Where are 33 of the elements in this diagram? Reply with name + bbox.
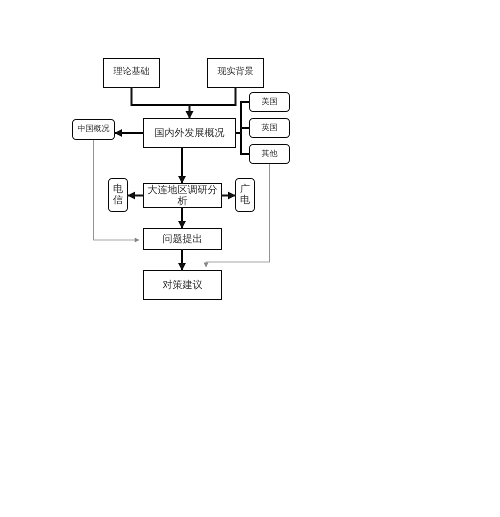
- process-box: [143, 270, 222, 300]
- node-label: 国内外发展概况: [154, 128, 224, 138]
- arrow: [127, 192, 143, 200]
- node-label: 大连地区调研分析: [146, 184, 218, 206]
- connector-line: [236, 132, 249, 155]
- rounded-box: [235, 178, 255, 212]
- process-box: [143, 118, 236, 148]
- node-label: 理论基础: [114, 68, 150, 78]
- node-label: 电信: [113, 184, 123, 206]
- arrow: [114, 129, 143, 137]
- rounded-box: [249, 118, 290, 138]
- node-label: 现实背景: [218, 68, 254, 78]
- process-box: [143, 228, 222, 250]
- arrow: [186, 88, 236, 119]
- rounded-box: [72, 119, 115, 140]
- arrow: [178, 148, 186, 184]
- process-box: [103, 58, 160, 88]
- arrow: [204, 164, 270, 268]
- arrow: [178, 250, 186, 271]
- rounded-box: [249, 92, 290, 112]
- node-label: 问题提出: [162, 234, 202, 244]
- arrow: [93, 140, 140, 242]
- node-label: 中国概况: [78, 125, 110, 134]
- rounded-box: [108, 178, 128, 212]
- node-label: 美国: [262, 98, 278, 106]
- rounded-box: [249, 144, 290, 164]
- node-label: 其他: [262, 150, 278, 158]
- process-box: [207, 58, 264, 88]
- node-label: 对策建议: [162, 280, 202, 290]
- node-label: 英国: [262, 124, 278, 132]
- arrow: [222, 192, 236, 200]
- node-label: 广电: [240, 184, 250, 206]
- arrow: [178, 208, 186, 229]
